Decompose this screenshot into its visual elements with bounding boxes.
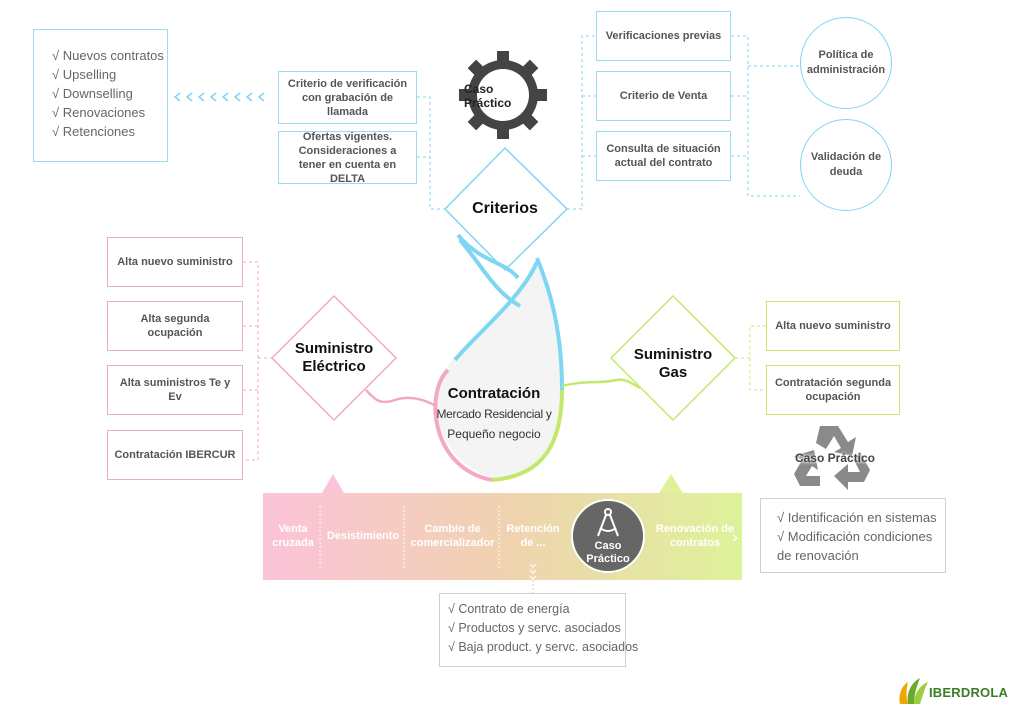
center-title: Contratación — [447, 385, 541, 402]
electrico-alta-segunda-box: Alta segunda ocupación — [107, 301, 243, 351]
list-item: √ Upselling — [52, 67, 117, 82]
drop-shape — [436, 258, 562, 479]
process-band — [263, 493, 742, 580]
list-item: √ Retenciones — [52, 124, 136, 139]
criterios-diamond — [443, 146, 569, 272]
band-item-renovacion: Renovación de contratos — [651, 514, 739, 558]
band-item-label: Cambio de comercializador — [410, 523, 495, 549]
electrico-title-line2: Eléctrico — [302, 358, 366, 375]
drop-blue-edge — [456, 233, 564, 391]
electrico-ibercur-box: Contratación IBERCUR — [107, 430, 243, 480]
iberdrola-logo-icon — [899, 678, 928, 704]
criterios-title: Criterios — [455, 195, 555, 223]
box-label: Verificaciones previas — [605, 30, 722, 42]
band-caso-circle — [571, 499, 645, 573]
criterio-venta-box: Criterio de Venta — [596, 71, 731, 121]
gas-caso-list: √ Identificación en sistemas √ Modificac… — [760, 498, 946, 573]
list-item: √ Renovaciones — [52, 105, 146, 120]
band-item-desistimiento: Desistimiento — [322, 514, 404, 558]
electrico-alta-te-ev-box: Alta suministros Te y Ev — [107, 365, 243, 415]
box-label: Contratación segunda ocupación — [774, 377, 892, 403]
center-subtitle-line1: Mercado Residencial y — [436, 407, 552, 421]
criterios-connectors — [417, 35, 800, 210]
gas-caso-practico-label: Caso Práctico — [790, 451, 880, 467]
center-subtitle-line2: Pequeño negocio — [447, 427, 541, 441]
band-item-label: Renovación de contratos — [655, 523, 735, 549]
band-item-retencion: Retención de ... — [501, 514, 565, 558]
list-item: √ Nuevos contratos — [52, 48, 164, 63]
electrico-diamond — [270, 294, 398, 422]
ofertas-vigentes-box: Ofertas vigentes. Consideraciones a tene… — [278, 130, 417, 185]
band-item-venta-cruzada: Venta cruzada — [266, 514, 320, 558]
electrico-title-line1: Suministro — [294, 340, 374, 357]
iberdrola-brand: IBERDROLA — [929, 685, 1019, 703]
gas-alta-nuevo-box: Alta nuevo suministro — [766, 301, 900, 351]
list-item: √ Baja product. y servc. asociados — [448, 640, 639, 654]
circle-label: Validación de deuda — [810, 151, 882, 178]
band-item-label: Retención de ... — [506, 523, 560, 549]
box-label: Criterio de verificación con grabación d… — [287, 77, 408, 118]
gas-diamond — [609, 294, 737, 422]
criterios-title-text: Criterios — [472, 200, 538, 217]
caso-practico-text: Caso Práctico — [794, 451, 876, 465]
pink-link — [365, 389, 437, 408]
box-label: Contratación IBERCUR — [114, 449, 236, 461]
arrow-chevrons — [173, 92, 265, 102]
drop-inner-curve — [453, 261, 539, 362]
green-link — [561, 378, 641, 390]
gas-title: Suministro Gas — [623, 344, 723, 384]
list-item: √ Productos y servc. asociados — [448, 621, 621, 635]
list-item: √ Modificación condiciones de renovación — [777, 529, 933, 563]
circle-label: Política de administración — [806, 49, 886, 76]
gas-title-line2: Gas — [658, 364, 688, 381]
box-label: Ofertas vigentes. Consideraciones a tene… — [298, 130, 397, 185]
consulta-situacion-box: Consulta de situación actual del contrat… — [596, 131, 731, 181]
center-title-block: Contratación Mercado Residencial y Peque… — [432, 384, 556, 444]
gas-title-line1: Suministro — [633, 346, 713, 363]
band-caso-practico-label: Caso Práctico — [578, 538, 638, 568]
electrico-title: Suministro Eléctrico — [284, 338, 384, 378]
box-label: Alta suministros Te y Ev — [119, 377, 231, 403]
recycle-icon — [794, 426, 870, 490]
caso-practico-line2: Práctico — [586, 553, 630, 565]
band-item-label: Venta cruzada — [272, 523, 314, 549]
bottom-list: √ Contrato de energía √ Productos y serv… — [439, 593, 639, 667]
drop-green-edge — [491, 389, 564, 482]
caso-practico-line1: Caso — [594, 540, 622, 552]
criterio-verificacion-box: Criterio de verificación con grabación d… — [278, 71, 417, 124]
band-item-cambio-comercializador: Cambio de comercializador — [406, 514, 499, 558]
box-label: Alta nuevo suministro — [775, 320, 891, 332]
band-triangle-right — [659, 474, 683, 493]
electrico-connectors — [243, 261, 272, 461]
band-triangle-left — [322, 474, 344, 493]
list-item: √ Identificación en sistemas — [777, 510, 937, 525]
compass-icon — [597, 508, 619, 537]
box-label: Consulta de situación actual del contrat… — [606, 143, 721, 169]
list-item: √ Downselling — [52, 86, 133, 101]
box-label: Criterio de Venta — [619, 90, 708, 102]
box-label: Alta segunda ocupación — [140, 313, 210, 339]
list-item: √ Contrato de energía — [448, 602, 570, 616]
drop-pink-edge — [433, 368, 493, 482]
gas-connectors — [735, 325, 766, 391]
gas-segunda-ocupacion-box: Contratación segunda ocupación — [766, 365, 900, 415]
band-item-label: Desistimiento — [326, 530, 400, 542]
validacion-deuda-circle: Validación de deuda — [800, 119, 892, 211]
electrico-alta-nuevo-box: Alta nuevo suministro — [107, 237, 243, 287]
politica-administracion-circle: Política de administración — [800, 17, 892, 109]
top-left-list: √ Nuevos contratos √ Upselling √ Downsel… — [33, 29, 168, 162]
box-label: Alta nuevo suministro — [117, 256, 233, 268]
gear-caso-practico-label: Caso Práctico — [464, 82, 544, 110]
brand-name: IBERDROLA — [929, 685, 1009, 700]
verificaciones-previas-box: Verificaciones previas — [596, 11, 731, 61]
caso-practico-text: Caso Práctico — [464, 82, 512, 110]
